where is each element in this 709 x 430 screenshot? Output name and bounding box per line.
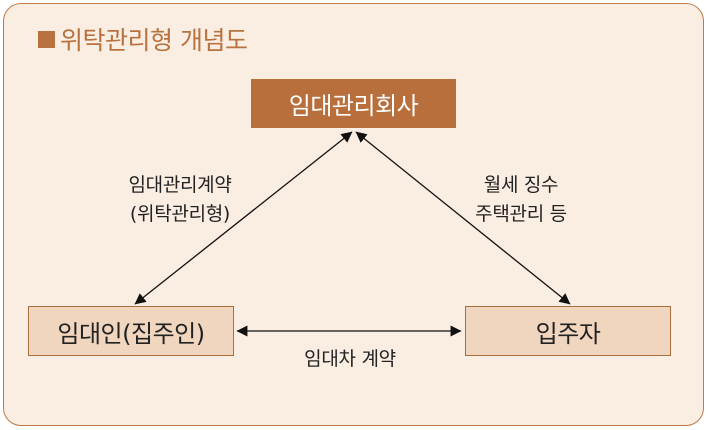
edge-label-line: (위탁관리형) — [129, 203, 231, 225]
edge-label-lessor-tenant: 임대차 계약 — [275, 345, 425, 374]
edge-label-line: 임대차 계약 — [304, 348, 396, 370]
edge-label-company-tenant: 월세 징수 주택관리 등 — [436, 171, 606, 229]
node-lessor-label: 임대인(집주인) — [57, 319, 205, 348]
edge-label-line: 임대관리계약 — [128, 174, 232, 196]
title-square-bullet-icon — [38, 30, 55, 48]
node-management-company-label: 임대관리회사 — [288, 92, 419, 120]
node-tenant-label: 입주자 — [535, 319, 601, 348]
diagram-title: 위탁관리형 개념도 — [38, 22, 248, 56]
node-management-company: 임대관리회사 — [251, 79, 456, 128]
node-lessor: 임대인(집주인) — [28, 306, 234, 356]
diagram-title-text: 위탁관리형 개념도 — [60, 26, 248, 55]
edge-label-lessor-company: 임대관리계약 (위탁관리형) — [95, 171, 265, 229]
edge-label-line: 월세 징수 — [483, 174, 559, 196]
arrow-company-tenant — [355, 131, 571, 305]
edge-label-line: 주택관리 등 — [475, 203, 567, 225]
node-tenant: 입주자 — [465, 306, 671, 356]
arrow-lessor-company — [134, 131, 353, 305]
